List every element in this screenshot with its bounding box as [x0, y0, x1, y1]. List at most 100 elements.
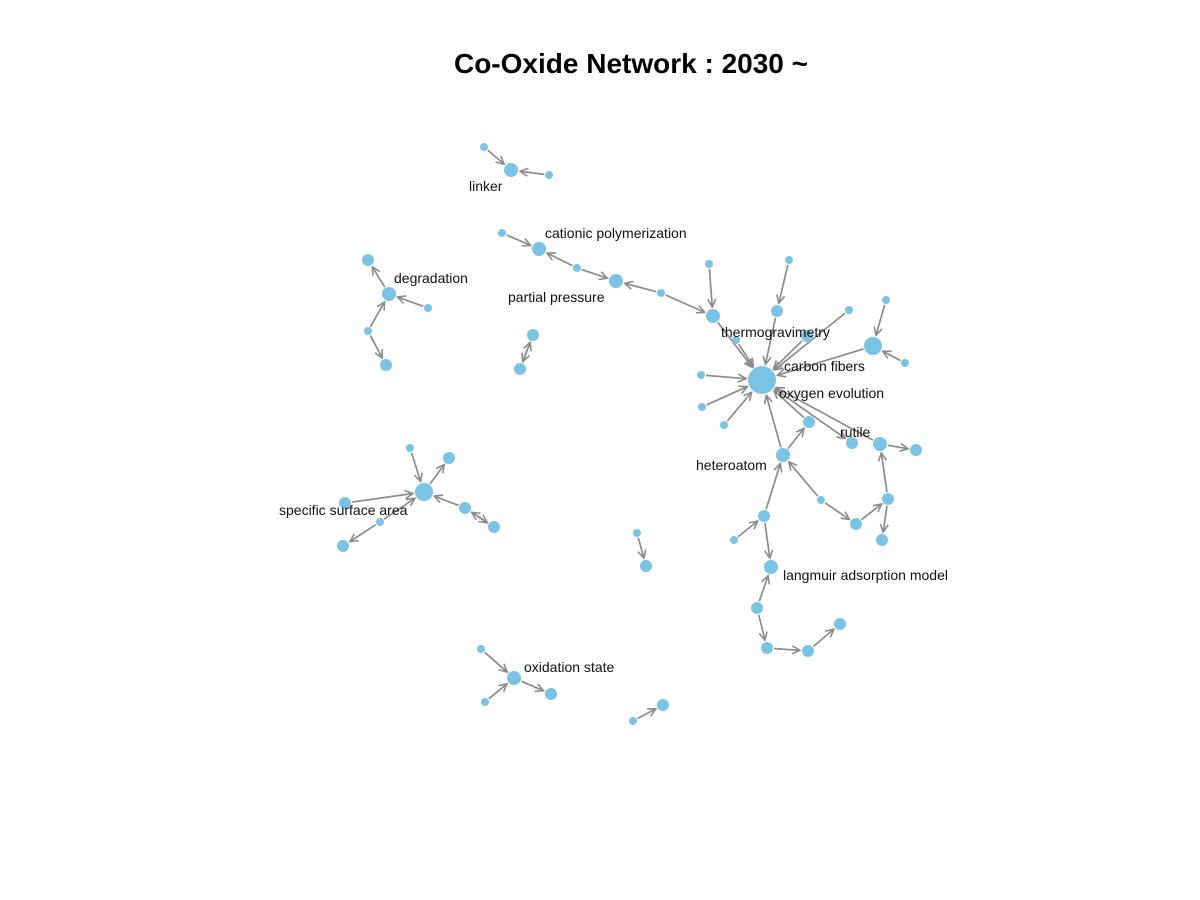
edge-n_lg_b-to-n_lg_c	[773, 649, 800, 651]
labels-layer: linker cationic polymerization partial pre…	[279, 178, 948, 675]
edge-rutile-to-n_rut_r	[887, 445, 908, 448]
node-n_het_bot	[758, 510, 770, 522]
edge-n_os_b-to-oxidation	[488, 684, 507, 700]
node-label-carbon: carbon fibers	[784, 358, 865, 374]
edge-n_pp_c-to-thermo	[665, 294, 705, 312]
edge-n_z1-to-n_z2	[637, 709, 656, 720]
node-label-heteroatom: heteroatom	[696, 457, 767, 473]
edge-n_ox_a-to-carbon	[705, 375, 746, 378]
edge-n_ssa_mid-to-specific	[383, 498, 415, 520]
node-n_lg_d	[834, 618, 846, 630]
node-label-partial: partial pressure	[508, 289, 605, 305]
node-label-rutile: rutile	[840, 424, 871, 440]
edge-n_cf_c-to-n_hub2	[876, 304, 886, 336]
edge-n_lg_a-to-langmuir	[758, 576, 768, 602]
node-n_os_a	[477, 645, 485, 653]
node-n_ox_b	[698, 403, 706, 411]
node-n_cf_d	[901, 359, 909, 367]
edge-n_deg_r-to-degradation	[397, 297, 424, 308]
node-label-linker: linker	[469, 178, 503, 194]
node-n_ssa_top	[406, 444, 414, 452]
edge-rutile-to-carbon	[776, 388, 874, 441]
edge-n_lg_c-to-n_lg_d	[812, 629, 834, 648]
edge-n_lg_a-to-n_lg_b	[757, 614, 765, 640]
node-n_deg_mid	[364, 327, 372, 335]
edge-n_rut_down-to-rutile	[881, 453, 888, 493]
edge-n_rut_down-to-n_rut_down2	[883, 505, 887, 532]
node-n_os_r	[545, 688, 557, 700]
edge-n_cf_b-to-carbon	[738, 343, 754, 366]
node-label-langmuir: langmuir adsorption model	[783, 567, 948, 583]
node-n_ssa_bl	[337, 540, 349, 552]
node-n_os_b	[481, 698, 489, 706]
node-n_het_right	[850, 518, 862, 530]
edge-n_het_small-to-n_het_right	[824, 502, 849, 520]
node-n_ox_c	[720, 421, 728, 429]
node-n_lg_b	[761, 642, 773, 654]
edge-n_linker_a-to-linker	[487, 149, 504, 164]
node-carbon	[748, 366, 776, 394]
node-n_ch_top1	[705, 260, 713, 268]
node-n_hub2	[864, 337, 882, 355]
edge-n_ssa_r1-to-n_ssa_r2	[470, 511, 487, 523]
node-langmuir	[764, 560, 778, 574]
node-thermo	[706, 309, 720, 323]
node-label-oxidation: oxidation state	[524, 659, 614, 675]
node-n_cat_a	[498, 229, 506, 237]
node-n_q1	[633, 529, 641, 537]
edge-n_cat_b-to-cationic	[547, 253, 573, 267]
edge-n_het_right-to-n_rut_down	[860, 504, 882, 521]
node-n_het_small	[817, 496, 825, 504]
node-n_lg_a	[751, 602, 763, 614]
node-rutile	[873, 437, 887, 451]
node-label-degradation: degradation	[394, 270, 468, 286]
node-n_het2	[803, 416, 815, 428]
edge-n_ch_mid-to-carbon	[765, 317, 777, 365]
edge-carbon-to-n_rut_small	[773, 387, 845, 439]
node-n_cf_c	[882, 296, 890, 304]
edge-n_ssa_top-to-specific	[410, 452, 421, 482]
node-n_deg_bot	[380, 359, 392, 371]
edge-n_cat_a-to-cationic	[506, 234, 531, 245]
node-label-oxygen: oxygen evolution	[779, 385, 884, 401]
edge-n_het_bot2-to-n_het_bot	[737, 521, 758, 538]
node-n_lg_c	[802, 645, 814, 657]
node-n_cf_b	[732, 336, 740, 344]
edge-n_ssa_mid-to-n_ssa_bl	[350, 524, 377, 542]
node-degradation	[382, 287, 396, 301]
node-n_pp_c	[657, 289, 665, 297]
node-n_ssa_r1	[459, 502, 471, 514]
edge-n_p1-to-n_p2	[523, 341, 532, 362]
node-label-thermo: thermogravimetry	[721, 324, 830, 340]
edge-heteroatom-to-carbon	[766, 395, 782, 448]
node-n_p1	[527, 329, 539, 341]
edge-n_cat_b-to-partial	[581, 268, 608, 279]
node-n_p2	[514, 363, 526, 375]
node-n_rut_small	[846, 437, 858, 449]
edge-n_ch_top1-to-thermo	[709, 268, 712, 307]
node-n_ch_mid	[771, 305, 783, 317]
edge-degradation-to-n_deg_top	[372, 267, 386, 288]
edge-n_het_bot-to-heteroatom	[765, 464, 780, 510]
edge-n_het_small-to-heteroatom	[789, 462, 819, 497]
edge-n_pp_c-to-partial	[625, 283, 657, 293]
diagram-title: Co-Oxide Network : 2030 ~	[454, 48, 808, 79]
edge-n_ssa_r1-to-specific	[434, 496, 459, 507]
edge-n_os_a-to-oxidation	[484, 651, 507, 672]
node-heteroatom	[776, 448, 790, 462]
edge-n_het_bot-to-langmuir	[765, 522, 770, 558]
edge-n_ox_c-to-carbon	[726, 392, 751, 422]
node-n_ch_top2	[785, 256, 793, 264]
node-label-specific: specific surface area	[279, 502, 408, 518]
node-label-cationic: cationic polymerization	[545, 225, 687, 241]
node-specific	[415, 483, 433, 501]
node-n_rut_r	[910, 444, 922, 456]
node-n_ssa_tr	[443, 452, 455, 464]
node-n_ox_a	[697, 371, 705, 379]
edge-n_ch_top2-to-n_ch_mid	[779, 264, 789, 303]
node-n_ssa_mid	[376, 518, 384, 526]
edge-n_linker_b-to-linker	[520, 171, 545, 174]
node-n_rut_down2	[876, 534, 888, 546]
edge-specific-to-n_ssa_tr	[429, 464, 444, 485]
